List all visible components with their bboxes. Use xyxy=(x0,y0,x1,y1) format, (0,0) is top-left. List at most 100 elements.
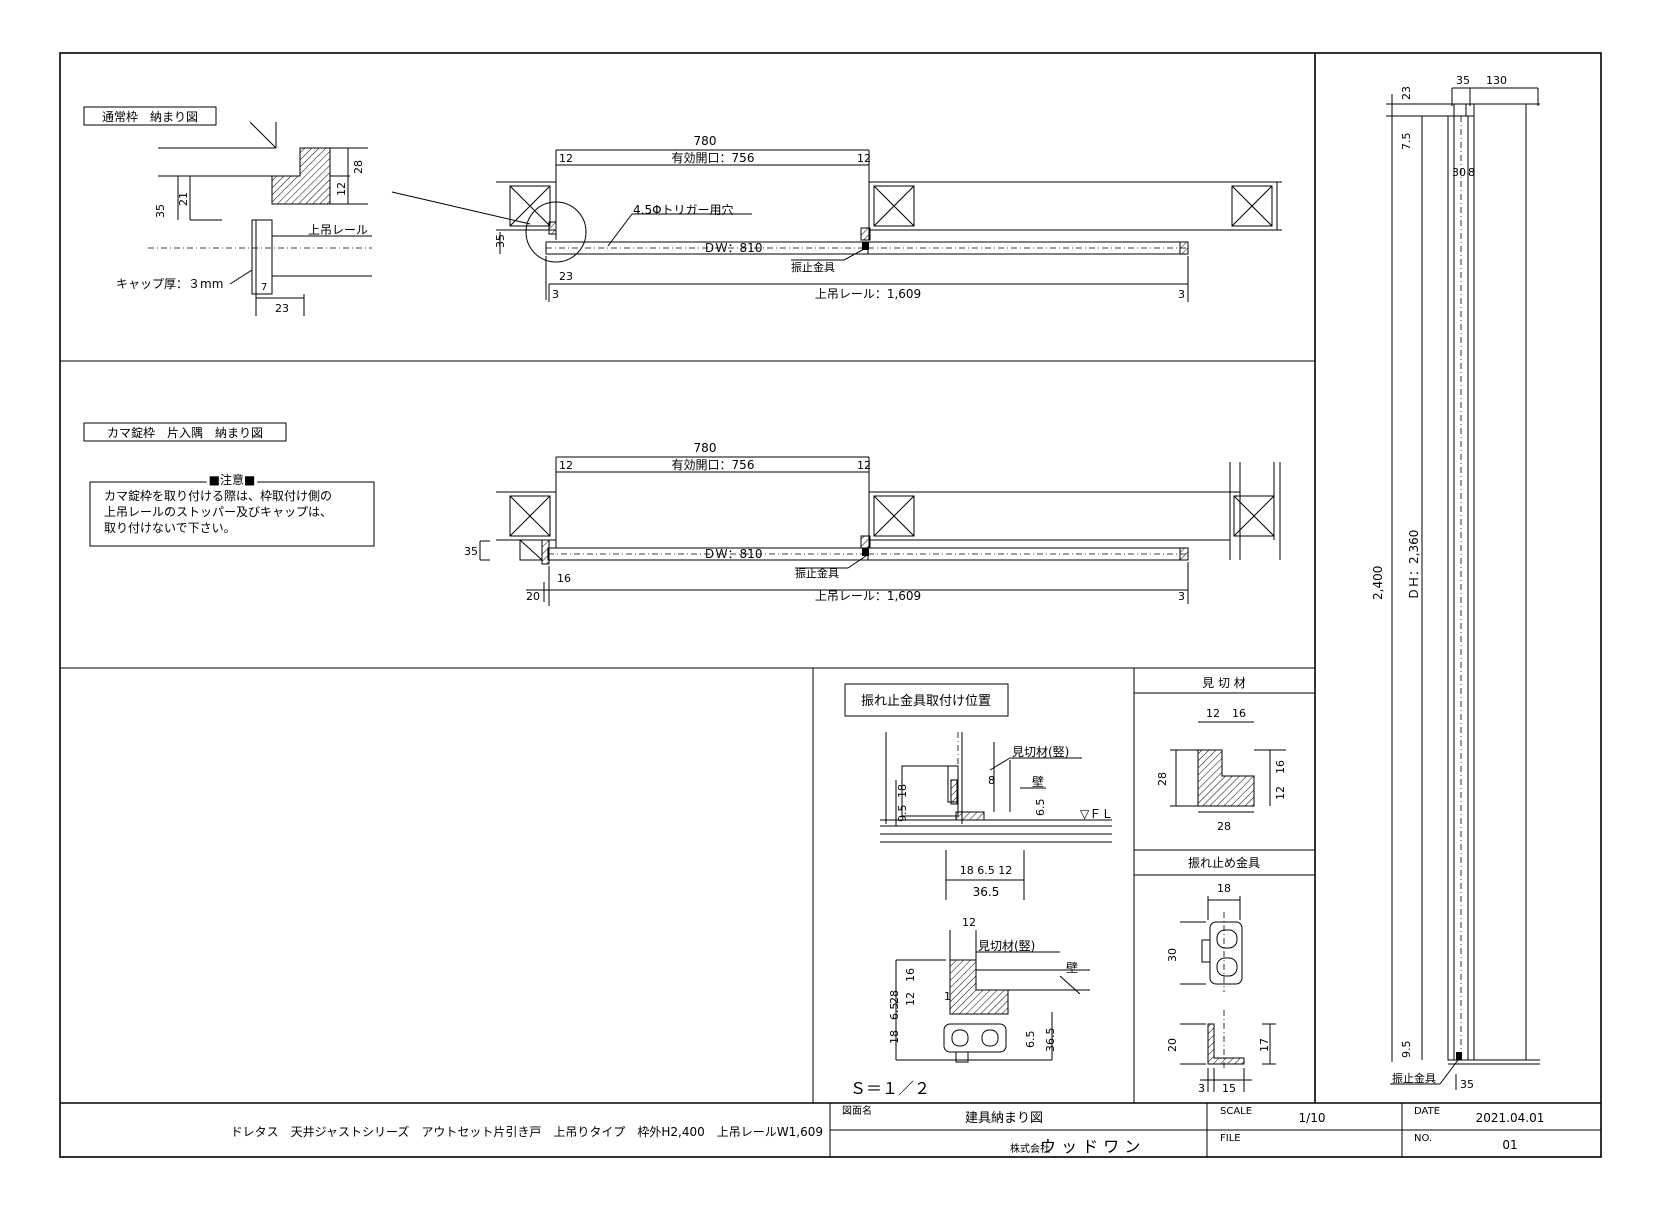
hardware-dim-3: 3 xyxy=(1198,1082,1205,1095)
s1-dim-23b: 23 xyxy=(559,270,573,283)
scale-value: 1/10 xyxy=(1299,1111,1326,1125)
s2-rail-3: 3 xyxy=(1178,590,1185,603)
company-prefix: 株式会社 xyxy=(1010,1142,1050,1155)
detail2-dim-16: 16 xyxy=(904,968,917,982)
section-hardware: 振れ止め金具 18 30 20 17 3 15 xyxy=(1166,855,1276,1095)
detail-scale: Ｓ＝１／２ xyxy=(850,1079,930,1098)
elev-door-height: ＤＨ：2,360 xyxy=(1407,530,1421,600)
section-lock-frame: カマ錠枠 片入隅 納まり図 ■注意■ カマ錠枠を取り付ける際は、枠取付け側の 上… xyxy=(83,422,1281,606)
detail2-dim-6-5: 6.5 xyxy=(888,1003,901,1021)
elev-dim-7-5: 7.5 xyxy=(1400,133,1413,151)
hardware-dim-20: 20 xyxy=(1166,1038,1179,1052)
elev-dim-130: 130 xyxy=(1486,74,1507,87)
detail2-wall-label: 壁 xyxy=(1066,960,1078,975)
elev-dim-30: 30 xyxy=(1452,166,1466,179)
hardware-title: 振れ止め金具 xyxy=(1188,855,1260,870)
mikiri-dim-28: 28 xyxy=(1156,772,1169,786)
s1-dim-28: 28 xyxy=(352,160,365,174)
note-line-2: 上吊レールのストッパー及びキャップは、 xyxy=(104,505,332,519)
detail-total-36-5: 36.5 xyxy=(973,885,1000,899)
title-block: ドレタス 天井ジャストシリーズ アウトセット片引き戸 上吊りタイプ 枠外H2,4… xyxy=(231,1103,1601,1157)
detail-elevation: 見切材(竪) 壁 8 ▽ＦＬ 9.5 18 6.5 18 6.5 12 36.5 xyxy=(880,732,1113,900)
detail2-mikiri-label: 見切材(竪) xyxy=(978,939,1035,953)
s1-rail-length: 上吊レール：1,609 xyxy=(815,287,921,301)
s1-edge-12a: 12 xyxy=(559,152,573,165)
detail2-dim-6-5b: 6.5 xyxy=(1024,1031,1037,1049)
no-label: NO. xyxy=(1414,1133,1432,1144)
section1-title: 通常枠 納まり図 xyxy=(102,110,198,124)
detail-title: 振れ止金具取付け位置 xyxy=(861,693,991,709)
s2-width-780: 780 xyxy=(694,441,717,455)
section-elevation: 35 130 23 7.5 30 8 2,400 ＤＨ：2,360 9.5 振止… xyxy=(1371,74,1540,1091)
elev-dim-9-5: 9.5 xyxy=(1400,1041,1413,1059)
hardware-dim-17: 17 xyxy=(1258,1038,1271,1052)
s1-trigger-hole: 4.5Φトリガー用穴 xyxy=(633,202,734,217)
s2-dim-16: 16 xyxy=(557,572,571,585)
section2-title: カマ錠枠 片入隅 納まり図 xyxy=(107,425,263,440)
detail-dim-18: 18 xyxy=(896,784,909,798)
detail-dim-8: 8 xyxy=(988,774,995,787)
detail-bottom-dims: 18 6.5 12 xyxy=(960,864,1012,877)
s2-dim-35: 35 xyxy=(464,545,478,558)
s1-dim-7: 7 xyxy=(261,282,267,293)
detail2-dim-18: 18 xyxy=(888,1030,901,1044)
elev-height-2400: 2,400 xyxy=(1371,566,1385,600)
date-value: 2021.04.01 xyxy=(1476,1111,1545,1125)
hardware-dim-15: 15 xyxy=(1222,1082,1236,1095)
mikiri-dim-12r: 12 xyxy=(1274,786,1287,800)
date-label: DATE xyxy=(1414,1106,1440,1117)
detail-dim-6-5: 6.5 xyxy=(1034,799,1047,817)
elev-dim-35: 35 xyxy=(1456,74,1470,87)
s1-rail-3a: 3 xyxy=(552,288,559,301)
s2-rail-length: 上吊レール：1,609 xyxy=(815,589,921,603)
s1-effective-opening: 有効開口：756 xyxy=(672,150,755,165)
s1-stopper-label: 振止金具 xyxy=(791,260,835,274)
s1-cap-label: キャップ厚：３mm xyxy=(116,277,223,291)
drawing-name: 建具納まり図 xyxy=(965,1111,1043,1126)
file-label: FILE xyxy=(1220,1133,1241,1144)
note-line-3: 取り付けないで下さい。 xyxy=(104,521,236,535)
scale-label: SCALE xyxy=(1220,1106,1252,1117)
detail2-dim-28: 28 xyxy=(888,990,901,1004)
s1-width-780: 780 xyxy=(694,134,717,148)
elev-stopper-label: 振止金具 xyxy=(1392,1071,1436,1085)
s1-edge-12b: 12 xyxy=(857,152,871,165)
s2-edge-12b: 12 xyxy=(857,459,871,472)
note-title: ■注意■ xyxy=(209,472,256,487)
mikiri-dim-12: 12 xyxy=(1206,707,1220,720)
mikiri-title: 見 切 材 xyxy=(1202,676,1246,690)
section1-title-box xyxy=(83,106,217,126)
s2-door-width: ＤＷ：810 xyxy=(704,547,763,561)
note-line-1: カマ錠枠を取り付ける際は、枠取付け側の xyxy=(104,488,332,503)
drawing-name-label: 図面名 xyxy=(842,1104,872,1117)
hardware-dim-30: 30 xyxy=(1166,948,1179,962)
mikiri-dim-28b: 28 xyxy=(1217,820,1231,833)
s1-dim-23: 23 xyxy=(275,302,289,315)
hardware-dim-18: 18 xyxy=(1217,882,1231,895)
s1-dim-35: 35 xyxy=(154,204,167,218)
detail-fl: ▽ＦＬ xyxy=(1080,807,1113,821)
section1-corner-detail: 28 12 35 21 上吊レール キャップ厚：３mm 7 23 xyxy=(116,121,531,316)
sheet-frame xyxy=(59,52,1602,1158)
detail-wall-label: 壁 xyxy=(1032,774,1044,789)
company-name: ウ ッ ド ワ ン xyxy=(1040,1137,1140,1156)
detail-mikiri-label: 見切材(竪) xyxy=(1012,745,1069,759)
elev-dim-8: 8 xyxy=(1468,166,1475,179)
no-value: 01 xyxy=(1502,1138,1517,1152)
note-box xyxy=(89,481,375,547)
detail-dim-9-5: 9.5 xyxy=(896,805,909,823)
detail2-dim-1: 1 xyxy=(944,990,951,1003)
s2-dim-20: 20 xyxy=(526,590,540,603)
section-stopper-position: 振れ止金具取付け位置 見切材(竪) 壁 8 ▽ＦＬ 9.5 18 xyxy=(844,683,1113,1098)
mikiri-dim-16r: 16 xyxy=(1274,760,1287,774)
s2-edge-12a: 12 xyxy=(559,459,573,472)
s1-dim-21: 21 xyxy=(177,192,190,206)
s2-stopper-label: 振止金具 xyxy=(795,566,839,580)
elev-dim-23: 23 xyxy=(1400,86,1413,100)
s1-door-width: ＤＷ：810 xyxy=(704,241,763,255)
section1-plan: 780 12 12 有効開口：756 ＤＷ：810 xyxy=(494,134,1282,302)
mikiri-dim-16: 16 xyxy=(1232,707,1246,720)
s1-dim-12: 12 xyxy=(335,182,348,196)
detail2-dim-12: 12 xyxy=(962,916,976,929)
